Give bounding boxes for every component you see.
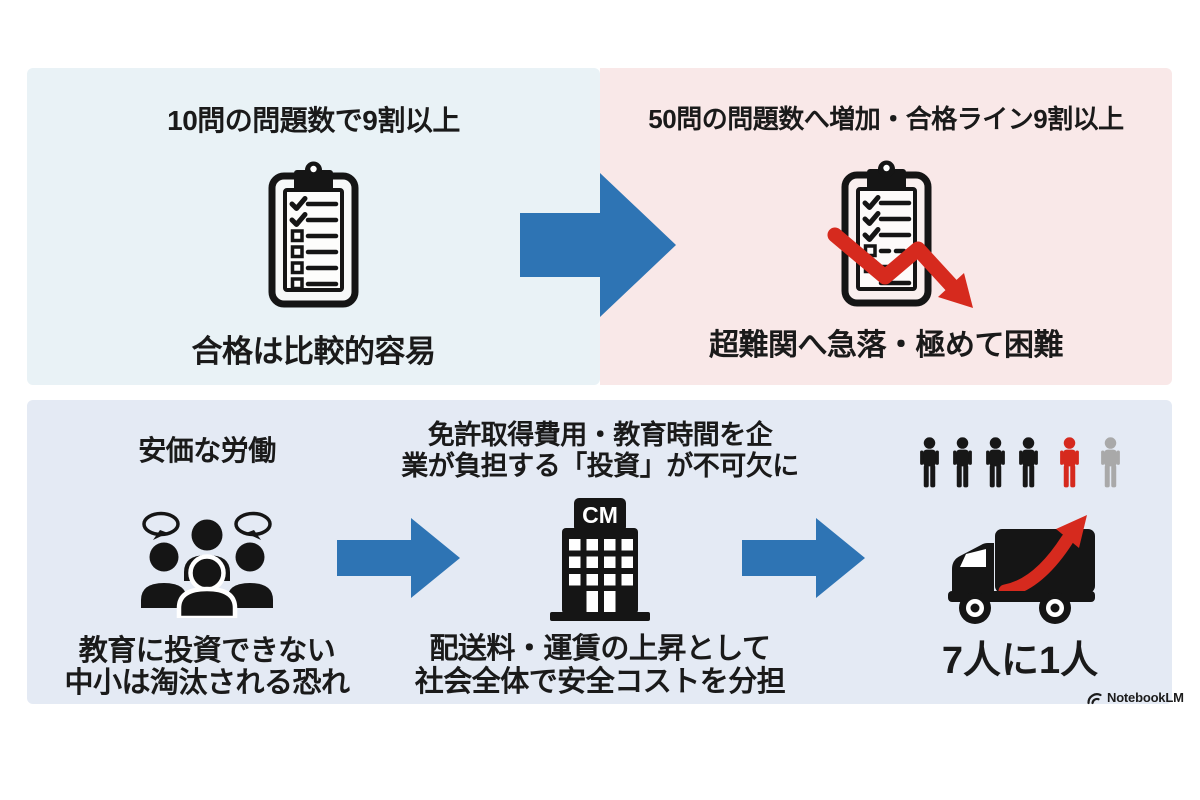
outcome-caption: 7人に1人	[941, 640, 1099, 682]
building-cm-icon: CM	[546, 498, 654, 626]
cheap-labor-caption: 教育に投資できない 中小は淘汰される恐れ	[64, 634, 350, 700]
step-company-investment: 免許取得費用・教育時間を企 業が負担する「投資」が不可欠に CM	[380, 400, 820, 698]
panel-exam-after: 50問の問題数へ増加・合格ライン9割以上	[600, 68, 1172, 385]
flow-arrow-icon	[337, 517, 462, 599]
panel-industry-impact: 安価な労働	[27, 400, 1172, 704]
investment-title: 免許取得費用・教育時間を企 業が負担する「投資」が不可欠に	[401, 420, 799, 482]
people-group-icon	[137, 510, 277, 623]
person-icon-red	[1058, 436, 1081, 489]
cheap-labor-title: 安価な労働	[138, 435, 276, 466]
notebooklm-logo-icon	[1087, 693, 1102, 705]
exam-before-caption: 合格は比較的容易	[191, 333, 437, 369]
panel-exam-before: 10問の問題数で9割以上	[27, 68, 600, 385]
building-label: CM	[582, 502, 618, 528]
decline-red-arrow-icon	[827, 227, 973, 309]
clipboard-decline-icon	[827, 159, 973, 309]
flow-arrow-icon	[742, 517, 867, 599]
step-outcome: 7人に1人	[855, 400, 1185, 683]
watermark-label: NotebookLM	[1107, 690, 1184, 705]
person-icon	[1017, 436, 1040, 489]
notebooklm-watermark: NotebookLM	[1086, 690, 1184, 705]
exam-after-caption: 超難関へ急落・極めて困難	[709, 329, 1064, 363]
person-icon	[918, 436, 941, 489]
clipboard-checklist-icon	[266, 160, 361, 313]
investment-caption: 配送料・運賃の上昇として 社会全体で安全コストを分担	[414, 633, 786, 698]
person-icon	[951, 436, 974, 489]
person-icon	[984, 436, 1007, 489]
step-cheap-labor: 安価な労働	[27, 400, 387, 700]
exam-after-title: 50問の問題数へ増加・合格ライン9割以上	[648, 104, 1124, 134]
person-ratio-row	[918, 436, 1122, 489]
truck-growth-icon	[943, 505, 1098, 632]
person-icon-gray	[1099, 436, 1122, 489]
transition-arrow-icon	[520, 170, 678, 320]
exam-before-title: 10問の問題数で9割以上	[167, 105, 460, 136]
